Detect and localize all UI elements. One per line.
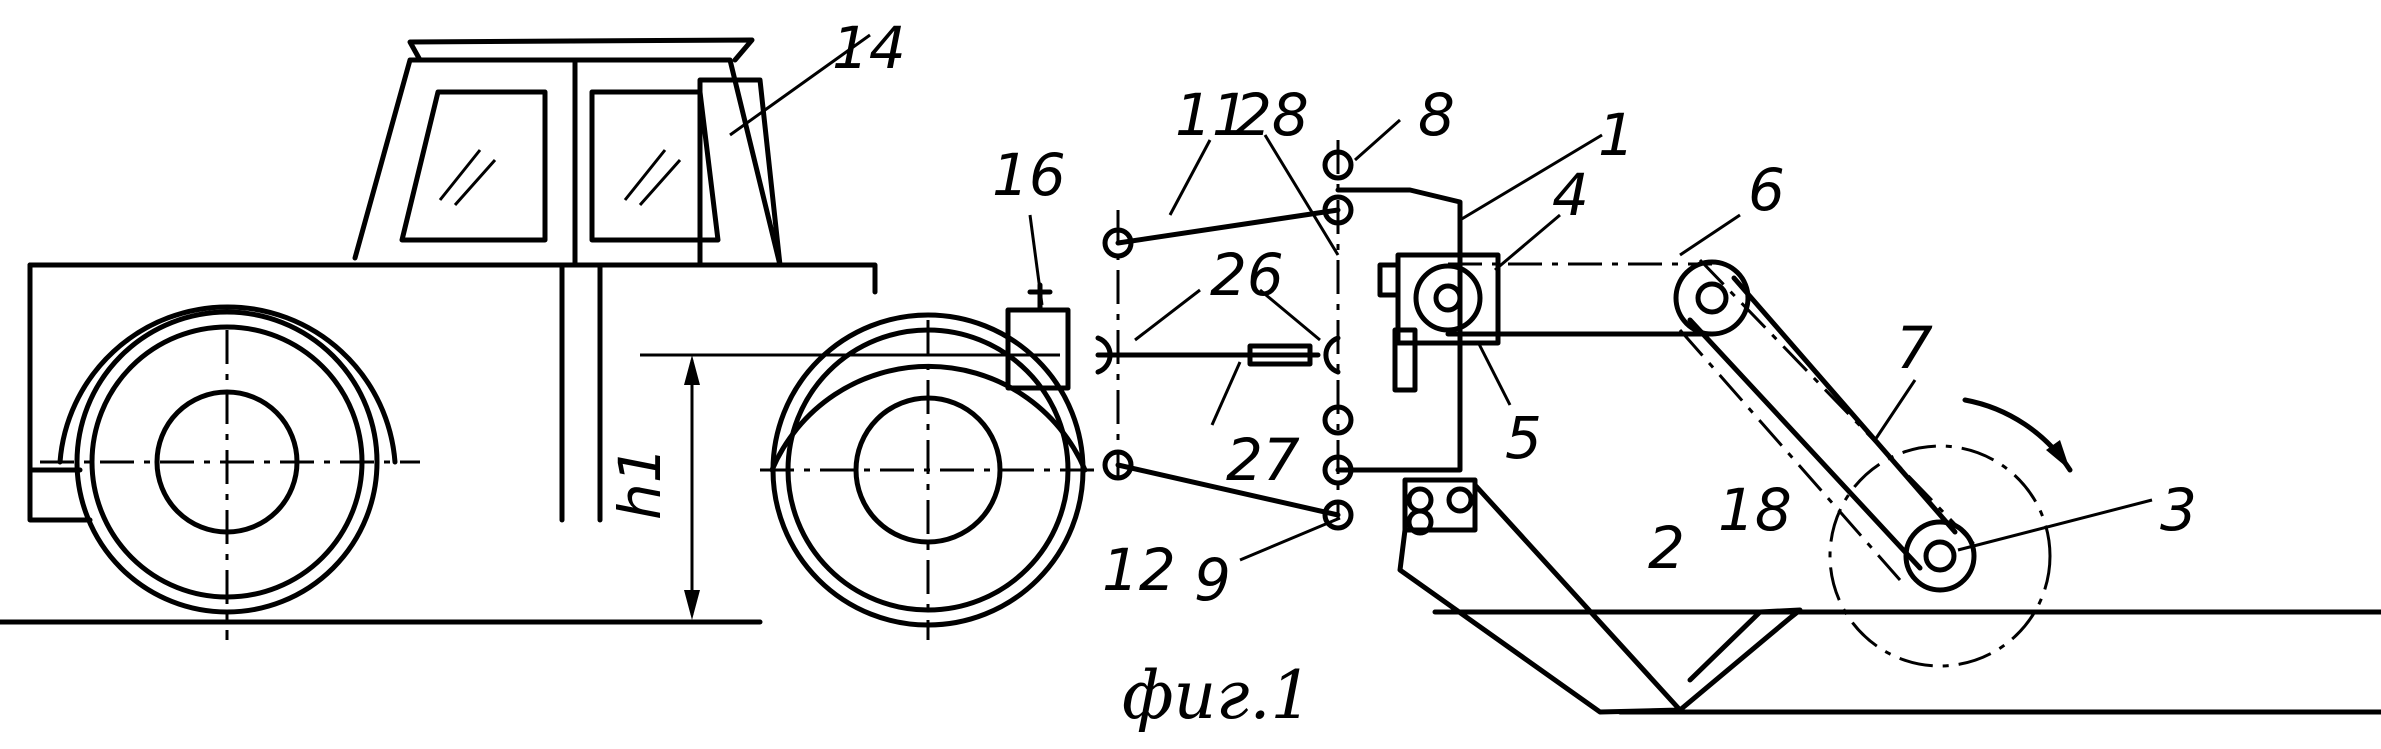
label-28: 28 bbox=[1235, 81, 1309, 149]
label-18: 18 bbox=[1718, 476, 1792, 544]
label-16: 16 bbox=[992, 141, 1066, 209]
rear-wheel bbox=[760, 315, 1100, 640]
label-27: 27 bbox=[1226, 426, 1300, 494]
label-3: 3 bbox=[2160, 476, 2197, 544]
frame bbox=[1338, 190, 1498, 470]
label-5: 5 bbox=[1505, 404, 1542, 472]
hitch-bracket bbox=[1008, 285, 1068, 388]
label-8: 8 bbox=[1418, 81, 1455, 149]
label-7: 7 bbox=[1896, 314, 1933, 382]
label-h1: h1 bbox=[606, 446, 674, 520]
label-9: 9 bbox=[1194, 546, 1231, 614]
rotor bbox=[1830, 400, 2070, 666]
label-14: 14 bbox=[832, 14, 906, 82]
label-6: 6 bbox=[1748, 156, 1785, 224]
label-12: 12 bbox=[1102, 536, 1176, 604]
label-26: 26 bbox=[1210, 241, 1284, 309]
label-1: 1 bbox=[1598, 101, 1635, 169]
front-wheel bbox=[40, 307, 420, 640]
figure-caption: фиг.1 bbox=[1122, 657, 1313, 734]
label-4: 4 bbox=[1552, 161, 1589, 229]
drive-chain bbox=[1448, 262, 1748, 334]
tractor-cab bbox=[355, 40, 780, 265]
label-2: 2 bbox=[1648, 514, 1685, 582]
